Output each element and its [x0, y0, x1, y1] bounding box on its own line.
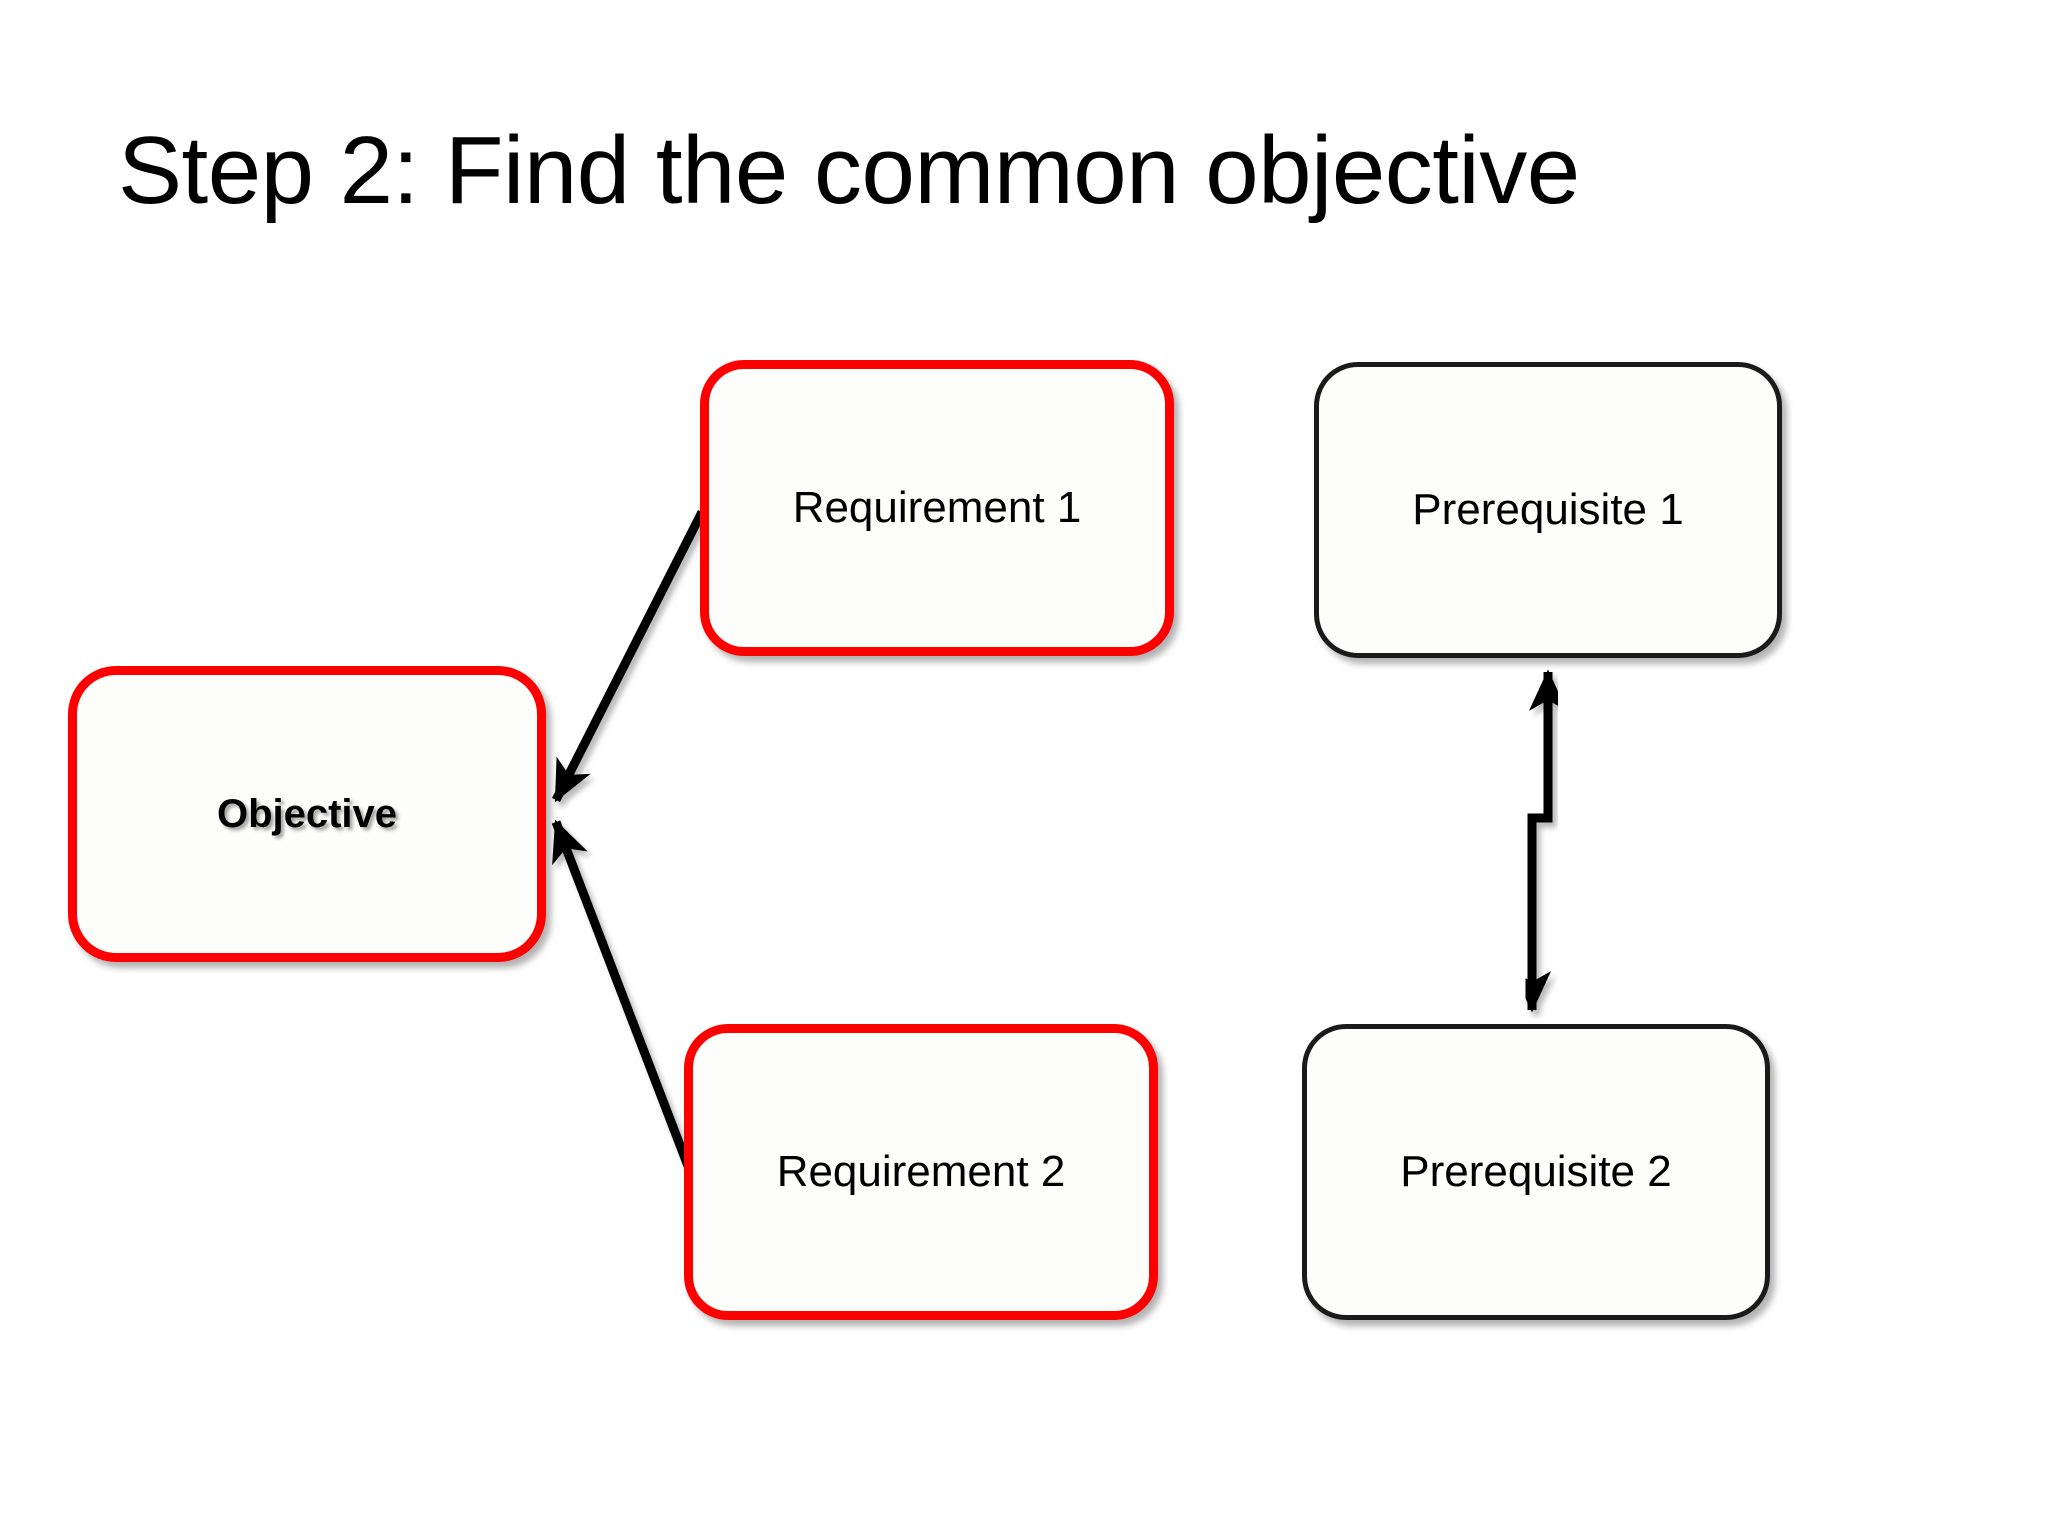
- node-objective[interactable]: Objective: [68, 666, 546, 962]
- edge-prerequisite1-prerequisite2-bidirectional: [1512, 669, 1568, 1013]
- node-requirement-1[interactable]: Requirement 1: [700, 360, 1174, 656]
- node-prerequisite-2[interactable]: Prerequisite 2: [1302, 1024, 1770, 1320]
- node-requirement-2[interactable]: Requirement 2: [684, 1024, 1158, 1320]
- page-title: Step 2: Find the common objective: [118, 117, 1580, 224]
- node-prerequisite-1[interactable]: Prerequisite 1: [1314, 362, 1782, 658]
- edge-requirement1-to-objective: [551, 509, 707, 803]
- edge-requirement2-to-objective: [551, 819, 693, 1168]
- node-objective-label: Objective: [216, 791, 398, 836]
- node-requirement-1-label: Requirement 1: [792, 483, 1082, 532]
- node-prerequisite-1-label: Prerequisite 1: [1412, 485, 1684, 534]
- node-requirement-2-label: Requirement 2: [776, 1147, 1066, 1196]
- node-prerequisite-2-label: Prerequisite 2: [1400, 1147, 1672, 1196]
